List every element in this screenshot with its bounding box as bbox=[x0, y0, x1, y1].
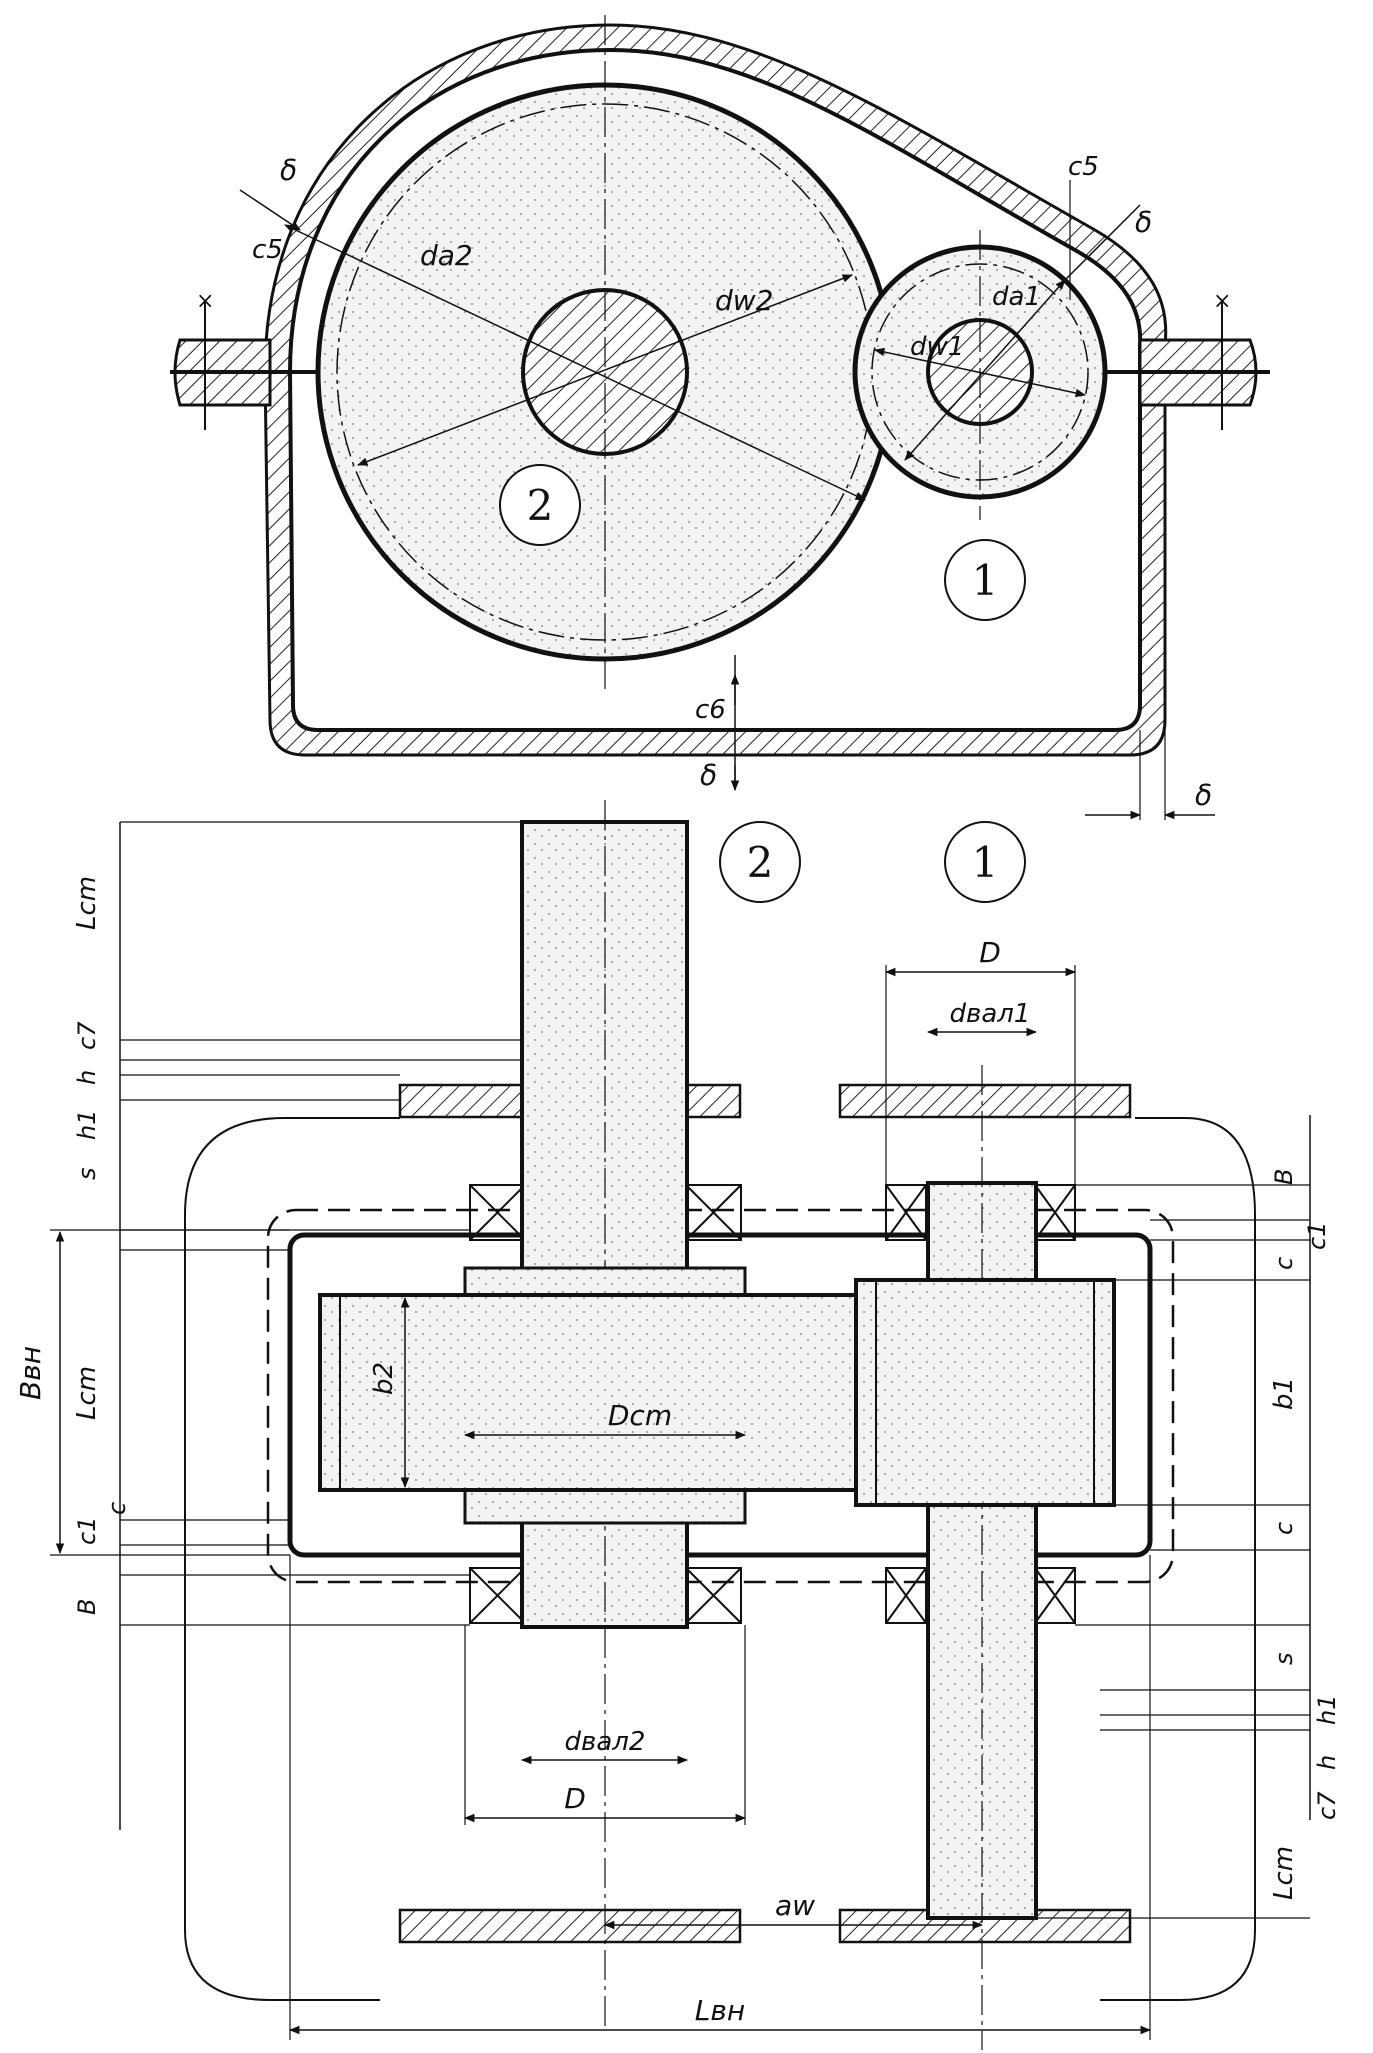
label-c7-left: c7 bbox=[73, 1021, 101, 1050]
label-dw2: dw2 bbox=[715, 284, 774, 317]
label-dcm: Dcm bbox=[608, 1399, 672, 1432]
gear2-number-lower: 2 bbox=[747, 838, 774, 887]
label-bvn: Bвн bbox=[14, 1346, 47, 1400]
label-delta-top-right: δ bbox=[1135, 206, 1152, 239]
label-lcm-bottom: Lcm bbox=[1269, 1846, 1299, 1900]
label-c1-left: c1 bbox=[73, 1517, 101, 1545]
label-s-left: s bbox=[73, 1167, 101, 1180]
label-d-top: D bbox=[979, 936, 1001, 969]
label-b-left: B bbox=[73, 1599, 101, 1615]
label-delta-right: δ bbox=[1195, 779, 1212, 812]
gear1-pinion bbox=[854, 1278, 1116, 1507]
gear1-number-upper: 1 bbox=[972, 556, 999, 605]
label-h1-right: h1 bbox=[1313, 1695, 1341, 1725]
gear2-number-upper: 2 bbox=[527, 481, 554, 530]
label-b-right: B bbox=[1270, 1169, 1298, 1185]
lower-view: 2 1 Lcm c7 h h1 s Bвн Lcm c1 c B B c1 c … bbox=[14, 800, 1341, 2050]
label-delta-bottom: δ bbox=[700, 759, 717, 792]
label-b1: b1 bbox=[1269, 1377, 1299, 1410]
svg-text:×: × bbox=[196, 289, 214, 314]
label-c-right-top: c bbox=[1270, 1257, 1298, 1270]
label-dval1: dвал1 bbox=[950, 999, 1031, 1029]
label-b2: b2 bbox=[369, 1362, 399, 1395]
label-aw: aw bbox=[775, 1889, 815, 1922]
svg-text:×: × bbox=[1213, 289, 1231, 314]
base-outer-contour bbox=[184, 1117, 1256, 2001]
label-lcm-top: Lcm bbox=[72, 876, 102, 930]
label-c5-right: c5 bbox=[1068, 152, 1099, 182]
label-dw1: dw1 bbox=[910, 332, 964, 362]
label-c1-right: c1 bbox=[1303, 1222, 1331, 1250]
label-s-right: s bbox=[1270, 1652, 1298, 1665]
inner-housing-wall bbox=[287, 1232, 1153, 1558]
bottom-cover-left bbox=[398, 1908, 742, 1944]
label-h-left: h bbox=[73, 1070, 101, 1085]
label-dval2: dвал2 bbox=[565, 1727, 646, 1757]
label-h-right: h bbox=[1313, 1755, 1341, 1770]
label-delta-top-left: δ bbox=[280, 154, 297, 187]
upper-view: × × 2 1 δ bbox=[170, 15, 1270, 820]
label-lvn: Lвн bbox=[695, 1994, 745, 2027]
label-c6: c6 bbox=[695, 695, 726, 725]
gear1-number-lower: 1 bbox=[972, 838, 999, 887]
label-c5-left: c5 bbox=[252, 235, 283, 265]
label-d-bottom: D bbox=[564, 1782, 586, 1815]
label-c-left: c bbox=[103, 1502, 131, 1515]
label-da2: da2 bbox=[420, 239, 473, 272]
label-lcm-mid: Lcm bbox=[72, 1366, 102, 1420]
label-c-right-bottom: c bbox=[1270, 1522, 1298, 1535]
label-c7-right: c7 bbox=[1313, 1791, 1341, 1820]
label-h1-left: h1 bbox=[73, 1110, 101, 1140]
dashed-outer-wall bbox=[266, 1208, 1175, 1584]
label-da1: da1 bbox=[992, 282, 1041, 312]
top-cover-right bbox=[838, 1083, 1132, 1119]
